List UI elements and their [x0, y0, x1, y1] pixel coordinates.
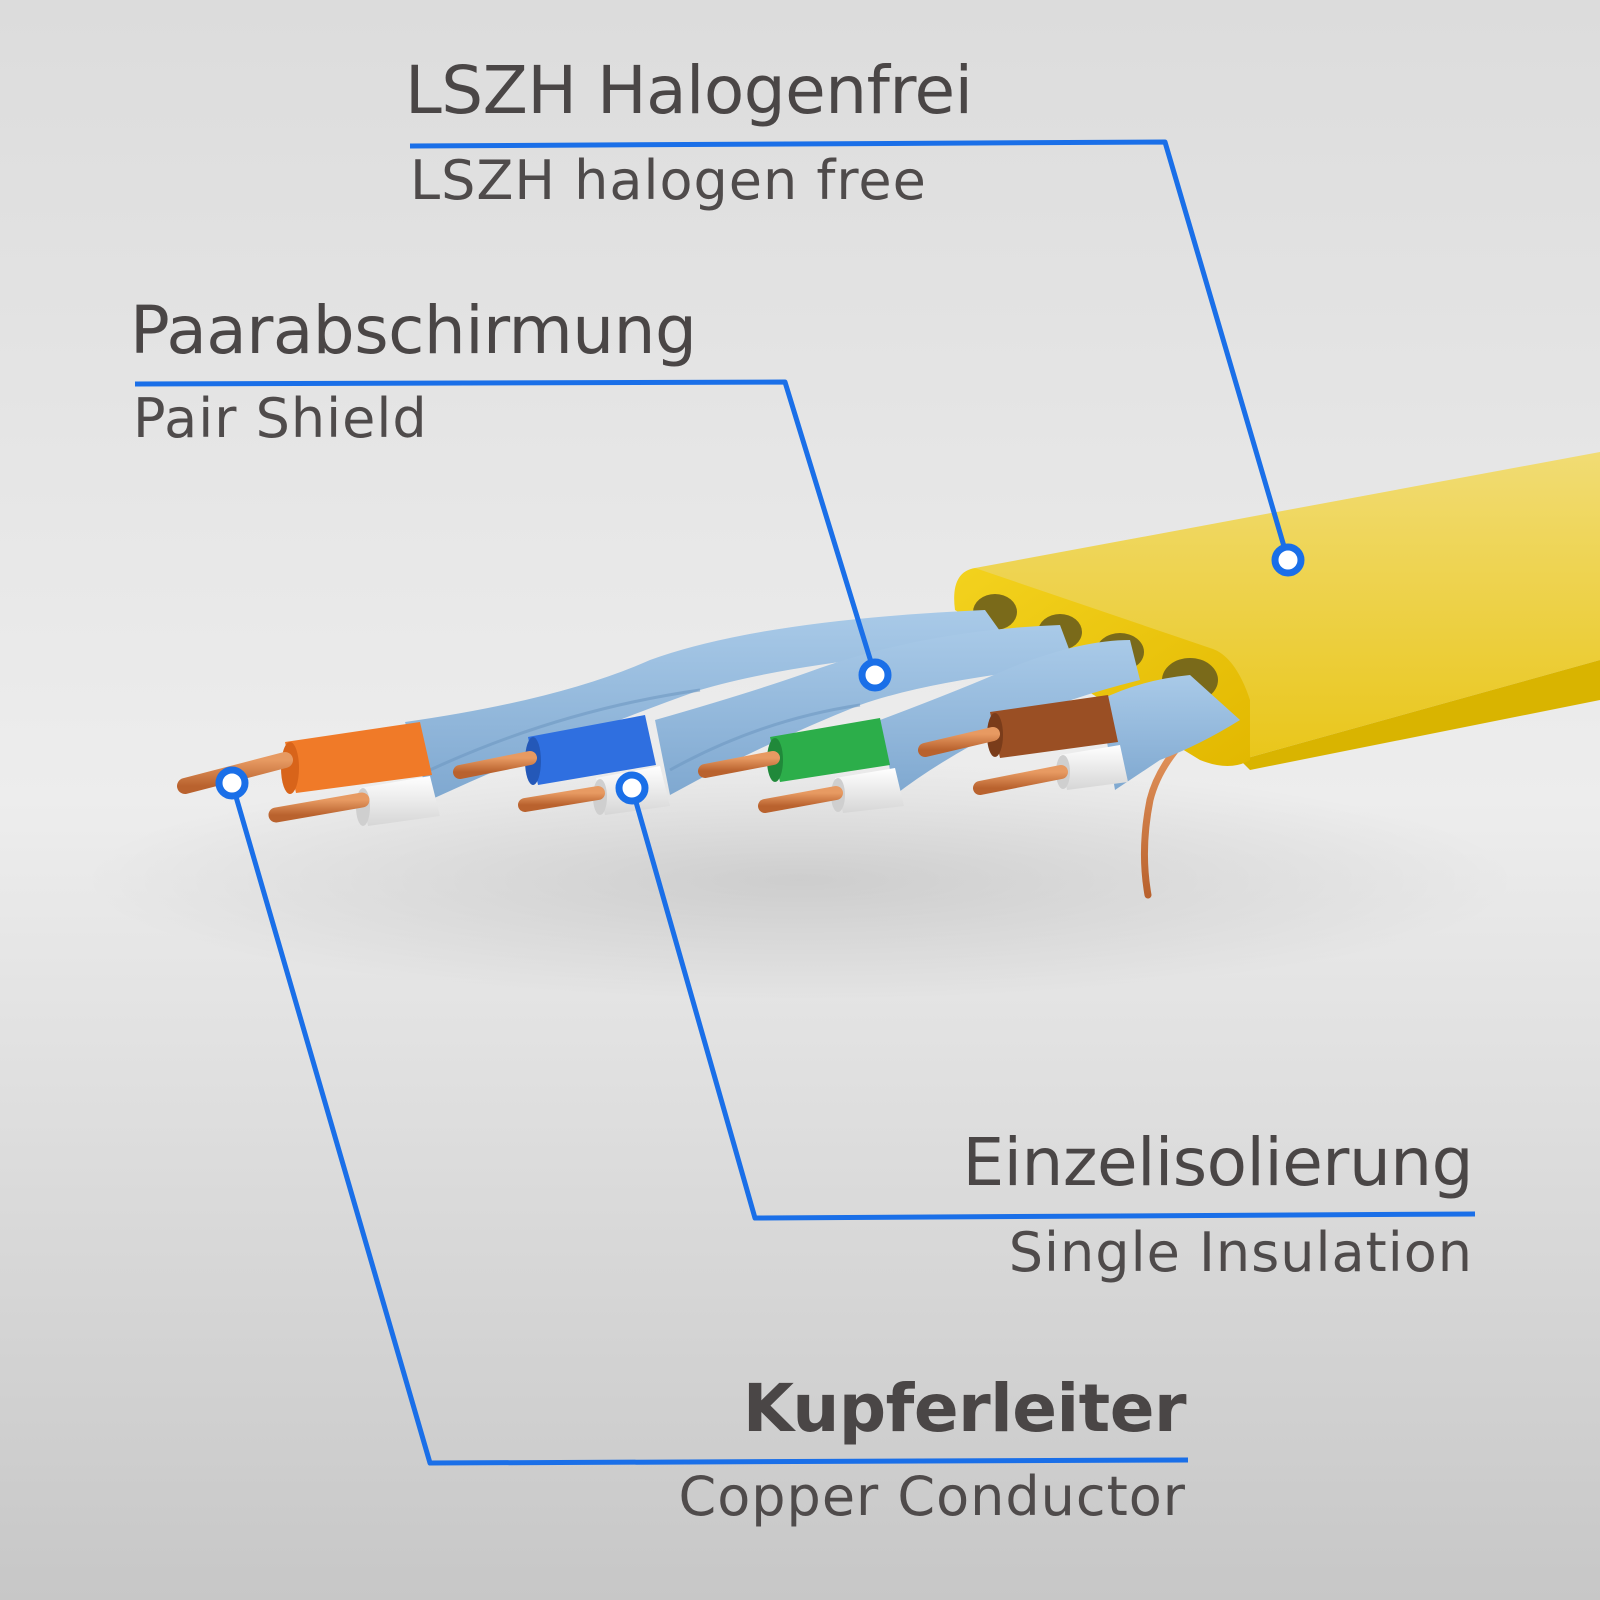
- dot-single-insulation: [615, 771, 649, 805]
- lszh-subtitle: LSZH halogen free: [410, 149, 927, 212]
- dot-lszh: [1271, 543, 1305, 577]
- copper-conductor-title: Kupferleiter: [742, 1370, 1187, 1447]
- callout-dots: [215, 543, 1305, 805]
- single-insulation-subtitle: Single Insulation: [1008, 1221, 1473, 1284]
- copper-conductor-subtitle: Copper Conductor: [678, 1465, 1186, 1528]
- dot-pair-shield: [858, 658, 892, 692]
- leader-lines: [134, 139, 1476, 1466]
- wire-pair-orange: [177, 722, 440, 826]
- wire-pair-brown: [918, 695, 1128, 795]
- leader-line-copper-conductor: [229, 782, 1189, 1466]
- leader-line-lszh: [409, 139, 1291, 561]
- wire-pair-green: [698, 718, 904, 813]
- dot-copper-conductor: [215, 766, 249, 800]
- single-insulation-title: Einzelisolierung: [962, 1124, 1473, 1201]
- cable-shadow: [80, 760, 1520, 1000]
- pair-shield-title: Paarabschirmung: [130, 292, 697, 369]
- leader-line-pair-shield: [134, 379, 878, 676]
- pair-shield-subtitle: Pair Shield: [133, 387, 428, 450]
- leader-line-single-insulation: [629, 787, 1476, 1221]
- lszh-title: LSZH Halogenfrei: [405, 52, 973, 129]
